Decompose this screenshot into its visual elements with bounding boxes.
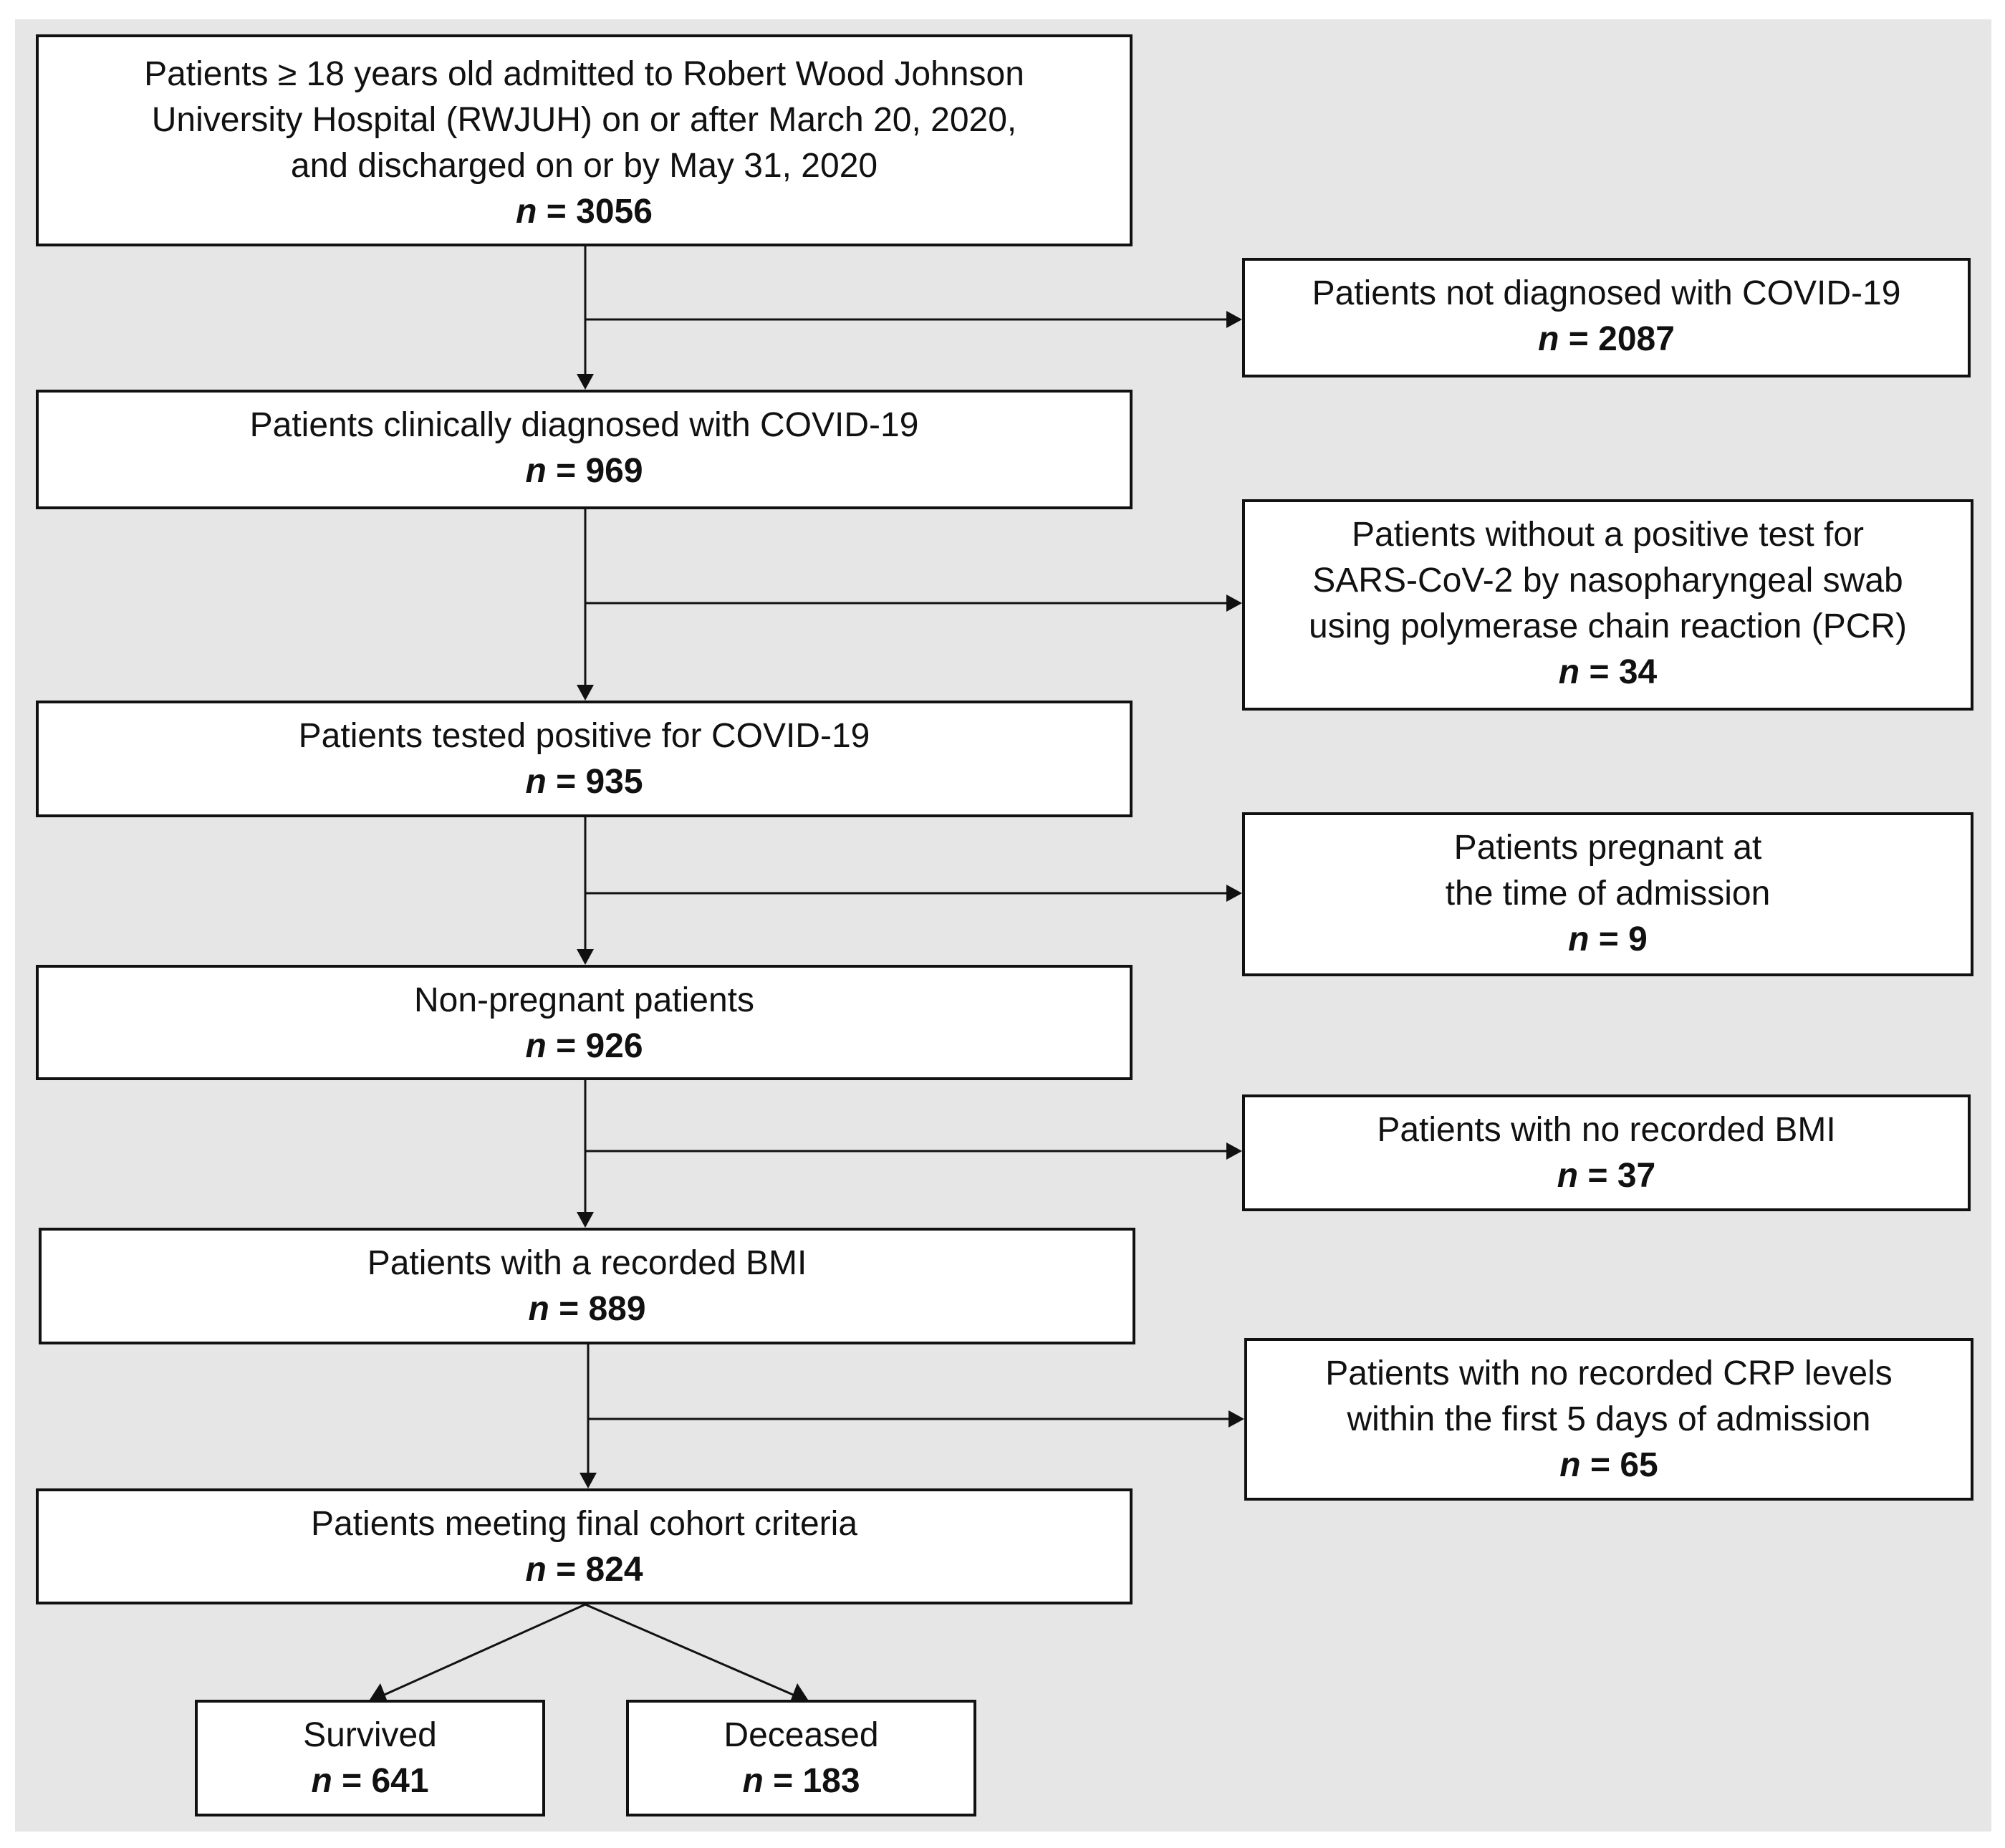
box-count: n = 2087 bbox=[1538, 320, 1675, 358]
box-excluded-pregnant: Patients pregnant at the time of admissi… bbox=[1242, 812, 1973, 976]
box-count: n = 9 bbox=[1568, 920, 1648, 958]
box-tested-positive: Patients tested positive for COVID-19 n … bbox=[36, 701, 1133, 817]
box-label: Patients ≥ 18 years old admitted to Robe… bbox=[144, 55, 1024, 185]
arrowhead bbox=[1226, 885, 1242, 902]
box-survived: Survived n = 641 bbox=[195, 1700, 545, 1816]
box-label: Patients pregnant at the time of admissi… bbox=[1445, 829, 1771, 913]
box-label: Patients with no recorded BMI bbox=[1377, 1111, 1836, 1149]
arrowhead bbox=[580, 1473, 597, 1488]
box-recorded-bmi: Patients with a recorded BMI n = 889 bbox=[39, 1228, 1135, 1344]
box-label: Survived bbox=[303, 1716, 437, 1754]
box-label: Patients not diagnosed with COVID-19 bbox=[1312, 274, 1901, 312]
box-count: n = 37 bbox=[1557, 1157, 1656, 1195]
arrowhead bbox=[577, 1212, 594, 1228]
box-count: n = 969 bbox=[525, 452, 643, 490]
box-count: n = 183 bbox=[742, 1762, 860, 1800]
arrowhead bbox=[577, 949, 594, 965]
arrowhead bbox=[577, 374, 594, 390]
box-count: n = 889 bbox=[528, 1290, 646, 1328]
box-label: Deceased bbox=[723, 1716, 879, 1754]
box-admitted-patients: Patients ≥ 18 years old admitted to Robe… bbox=[36, 34, 1133, 246]
box-label: Patients without a positive test for SAR… bbox=[1308, 516, 1908, 645]
box-label: Patients with no recorded CRP levels wit… bbox=[1325, 1354, 1893, 1438]
box-excluded-no-bmi: Patients with no recorded BMI n = 37 bbox=[1242, 1094, 1971, 1211]
box-excluded-not-diagnosed: Patients not diagnosed with COVID-19 n =… bbox=[1242, 258, 1971, 377]
box-count: n = 34 bbox=[1558, 653, 1658, 691]
box-final-cohort: Patients meeting final cohort criteria n… bbox=[36, 1488, 1133, 1604]
box-excluded-no-crp: Patients with no recorded CRP levels wit… bbox=[1244, 1338, 1973, 1501]
arrowhead bbox=[1226, 595, 1242, 612]
box-count: n = 3056 bbox=[516, 193, 653, 231]
box-label: Patients with a recorded BMI bbox=[367, 1244, 807, 1282]
box-label: Patients tested positive for COVID-19 bbox=[298, 717, 870, 755]
box-deceased: Deceased n = 183 bbox=[626, 1700, 976, 1816]
arrow-survived bbox=[379, 1603, 586, 1698]
box-label: Patients meeting final cohort criteria bbox=[310, 1505, 858, 1543]
box-count: n = 926 bbox=[525, 1027, 643, 1065]
box-count: n = 824 bbox=[525, 1551, 643, 1589]
box-non-pregnant: Non-pregnant patients n = 926 bbox=[36, 965, 1133, 1080]
box-clinically-diagnosed: Patients clinically diagnosed with COVID… bbox=[36, 390, 1133, 509]
arrowhead bbox=[1226, 1142, 1242, 1160]
box-count: n = 935 bbox=[525, 763, 643, 801]
box-label: Non-pregnant patients bbox=[414, 981, 754, 1019]
arrowhead bbox=[1226, 311, 1242, 328]
box-count: n = 641 bbox=[311, 1762, 429, 1800]
arrowhead bbox=[791, 1683, 808, 1700]
arrowhead bbox=[577, 685, 594, 701]
arrowhead bbox=[370, 1683, 387, 1700]
box-excluded-no-positive-test: Patients without a positive test for SAR… bbox=[1242, 499, 1973, 711]
box-count: n = 65 bbox=[1559, 1446, 1658, 1484]
arrowhead bbox=[1229, 1410, 1244, 1428]
box-label: Patients clinically diagnosed with COVID… bbox=[249, 406, 919, 444]
arrow-deceased bbox=[585, 1603, 799, 1698]
